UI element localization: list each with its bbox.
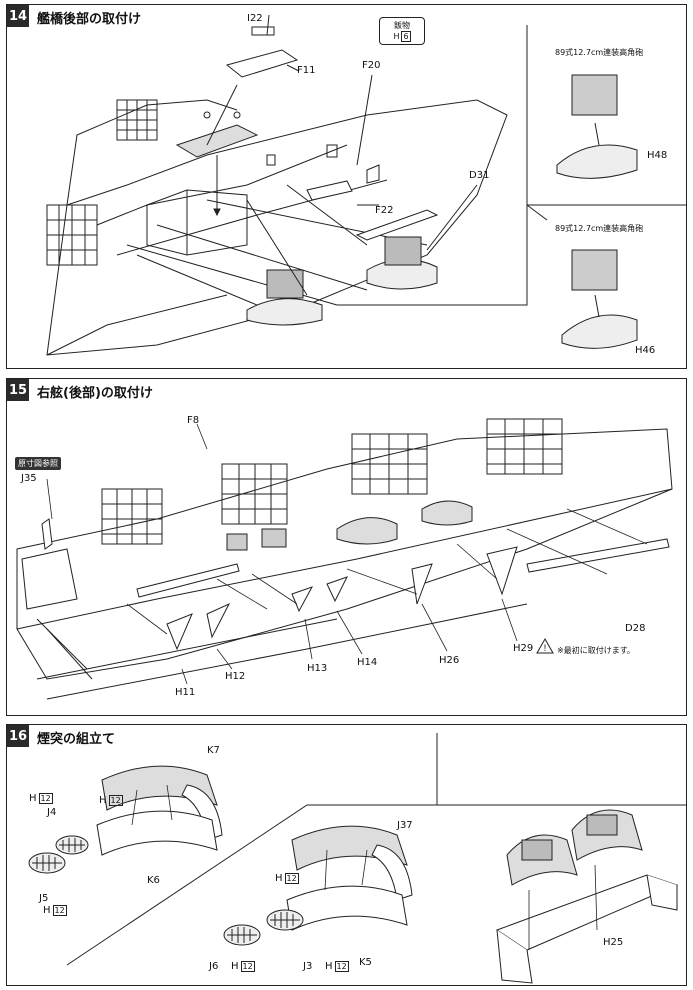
step-16-leader-lines (131, 784, 598, 950)
part-label-f20: F20 (362, 60, 381, 71)
part-label-j6: J6 (209, 961, 219, 972)
step-14-number: 14 (7, 5, 29, 27)
step-15-drawing: ! (16, 418, 673, 700)
step-16-funnel-parts (28, 765, 679, 984)
part-label-k6: K6 (147, 875, 160, 886)
step-15-number: 15 (7, 379, 29, 401)
part-label-h14: H14 (357, 657, 378, 668)
part-label-i22: I22 (247, 13, 263, 24)
caution-icon: ! (536, 637, 554, 654)
part-label-h12: H12 (225, 671, 246, 682)
part-label-h13: H13 (307, 663, 328, 674)
part-label-f11: F11 (297, 65, 316, 76)
part-label-h25: H25 (603, 937, 624, 948)
gun-label-bottom: 89式12.7cm連装高角砲 (555, 224, 644, 233)
step-15-parts (41, 500, 670, 651)
part-label-d28: D28 (625, 623, 646, 634)
step-15-panel: 15 右舷(後部)の取付け (6, 378, 687, 716)
step-14-panel: 14 艦橋後部の取付け (6, 4, 687, 369)
step-16-panel: 16 煙突の組立て (6, 724, 687, 986)
reference-tag: 原寸図参照 (15, 457, 61, 470)
step-14-inset-guns (556, 74, 638, 349)
step-14-drawing (46, 14, 687, 356)
step-16-inset-frames (66, 733, 687, 966)
part-label-j3: J3 (303, 961, 313, 972)
part-label-d31: D31 (469, 170, 490, 181)
part-label-j4: J4 (47, 807, 57, 818)
svg-text:!: ! (544, 643, 547, 653)
step-14-inset-frames (337, 25, 687, 306)
paint-note-title: 飯物 (394, 21, 410, 30)
step-14-hull (46, 99, 508, 356)
part-label-h11: H11 (175, 687, 196, 698)
paint-note-number: 6 (401, 31, 411, 42)
part-label-f22: F22 (375, 205, 394, 216)
part-label-k5: K5 (359, 957, 372, 968)
step-14-leader-lines (136, 14, 478, 306)
part-label-j5: J5 (39, 893, 49, 904)
part-label-h46: H46 (635, 345, 656, 356)
caution-text: ※最初に取付けます。 (557, 646, 635, 655)
paint-note-part: H (393, 32, 400, 41)
part-label-h29: H29 (513, 643, 534, 654)
step-14-parts (175, 26, 439, 326)
part-label-k7: K7 (207, 745, 220, 756)
part-label-f8: F8 (187, 415, 200, 426)
step-14-title: 艦橋後部の取付け (37, 12, 142, 27)
gun-label-top: 89式12.7cm連装高角砲 (555, 48, 644, 57)
step-16-number: 16 (7, 725, 29, 747)
part-label-h26: H26 (439, 655, 460, 666)
step-15-leader-lines (46, 423, 648, 685)
part-label-j35: J35 (21, 473, 37, 484)
part-label-j37: J37 (397, 820, 413, 831)
step-15-hull (16, 418, 673, 700)
step-15-title: 右舷(後部)の取付け (37, 386, 153, 401)
step-16-drawing (28, 733, 687, 984)
part-label-h48: H48 (647, 150, 668, 161)
step-16-title: 煙突の組立て (37, 732, 116, 747)
